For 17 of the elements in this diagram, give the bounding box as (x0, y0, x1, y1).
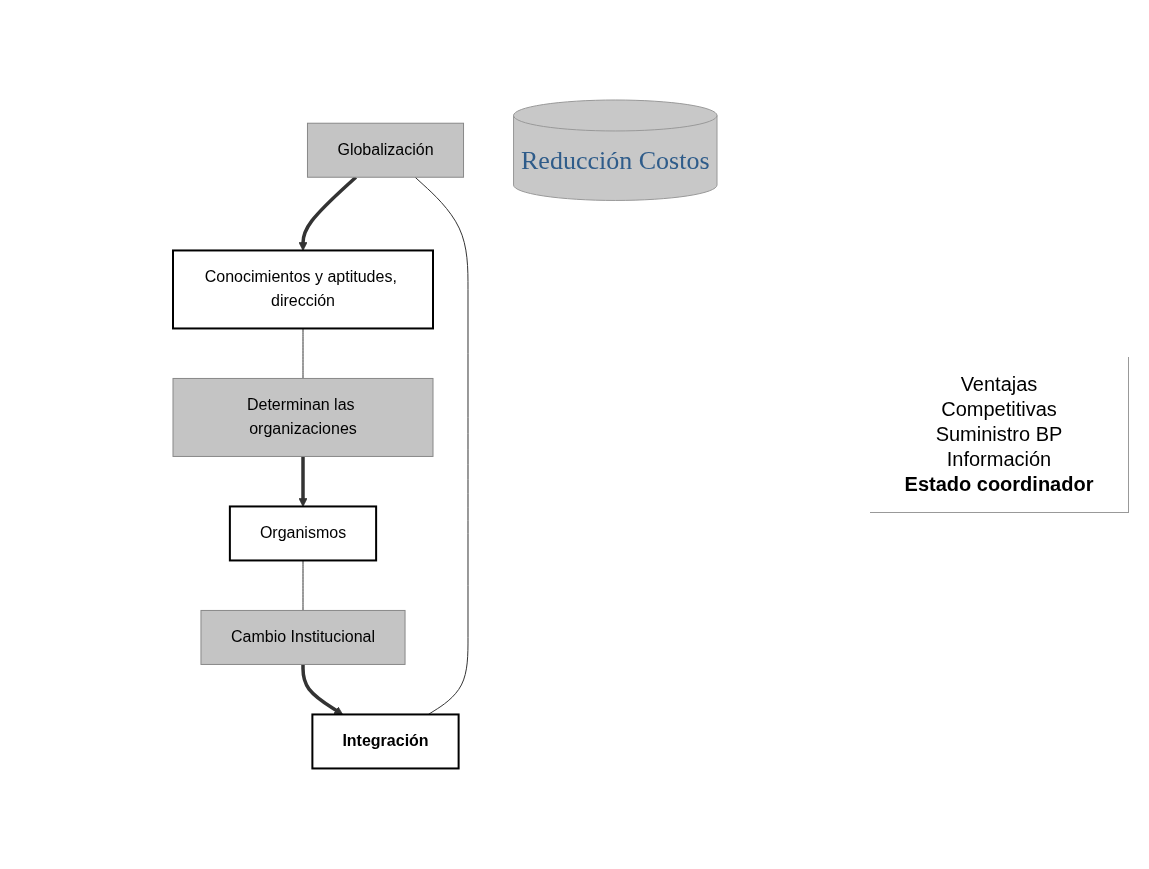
arrow (298, 176, 358, 252)
node-box: Conocimientos y aptitudes, dirección (172, 249, 434, 330)
note-text: Suministro BP (934, 422, 1064, 446)
note-text: Información (945, 447, 1053, 471)
connector (302, 560, 304, 612)
arrow (301, 664, 344, 716)
node-box: Globalización (306, 123, 464, 178)
note-text: Competitivas (940, 397, 1058, 421)
node-box: Organismos (228, 505, 378, 562)
note-text: Estado coordinador (903, 472, 1095, 496)
node-box: Integración (311, 713, 460, 770)
arrow (298, 456, 308, 508)
note-text: Ventajas (959, 372, 1039, 396)
connector (302, 328, 304, 380)
node-box: Cambio Institucional (200, 610, 406, 666)
node-box: Determinan las organizaciones (172, 378, 434, 458)
connector (414, 177, 469, 716)
